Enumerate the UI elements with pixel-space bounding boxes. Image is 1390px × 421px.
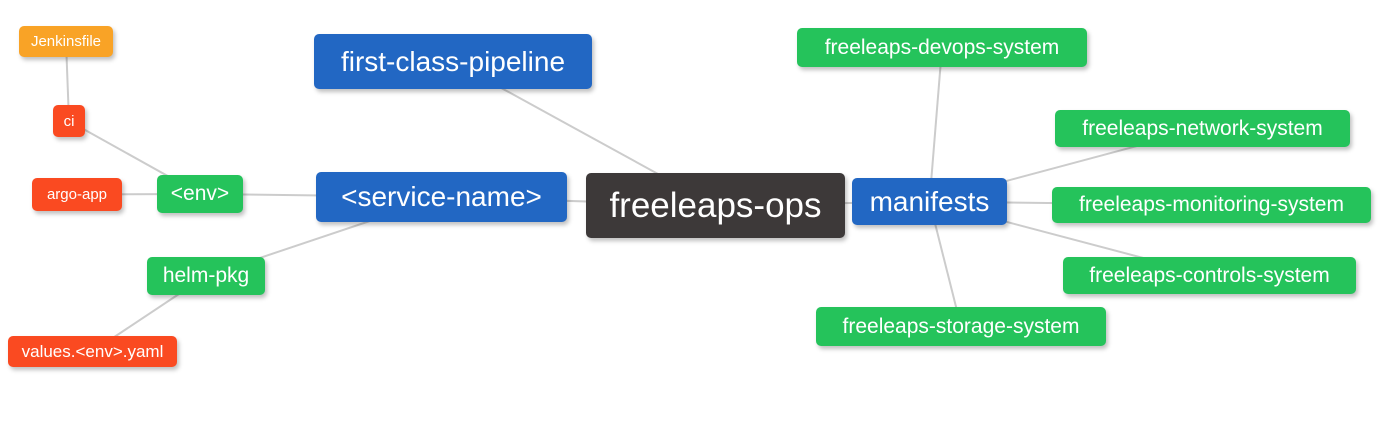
node-ci[interactable]: ci [53,105,85,137]
node-jenkinsfile[interactable]: Jenkinsfile [19,26,113,57]
node-freeleaps-devops-system[interactable]: freeleaps-devops-system [797,28,1087,67]
node-freeleaps-storage-system[interactable]: freeleaps-storage-system [816,307,1106,346]
node-helm-pkg[interactable]: helm-pkg [147,257,265,295]
node-first-class-pipeline[interactable]: first-class-pipeline [314,34,592,89]
node-freeleaps-network-system[interactable]: freeleaps-network-system [1055,110,1350,147]
node-argo-app[interactable]: argo-app [32,178,122,211]
node-service-name[interactable]: <service-name> [316,172,567,222]
node-values-env-yaml[interactable]: values.<env>.yaml [8,336,177,367]
node-freeleaps-controls-system[interactable]: freeleaps-controls-system [1063,257,1356,294]
node-env[interactable]: <env> [157,175,243,213]
node-freeleaps-ops[interactable]: freeleaps-ops [586,173,845,238]
edge-manifests-freeleaps-devops-system [928,47,943,202]
node-manifests[interactable]: manifests [852,178,1007,225]
node-freeleaps-monitoring-system[interactable]: freeleaps-monitoring-system [1052,187,1371,223]
